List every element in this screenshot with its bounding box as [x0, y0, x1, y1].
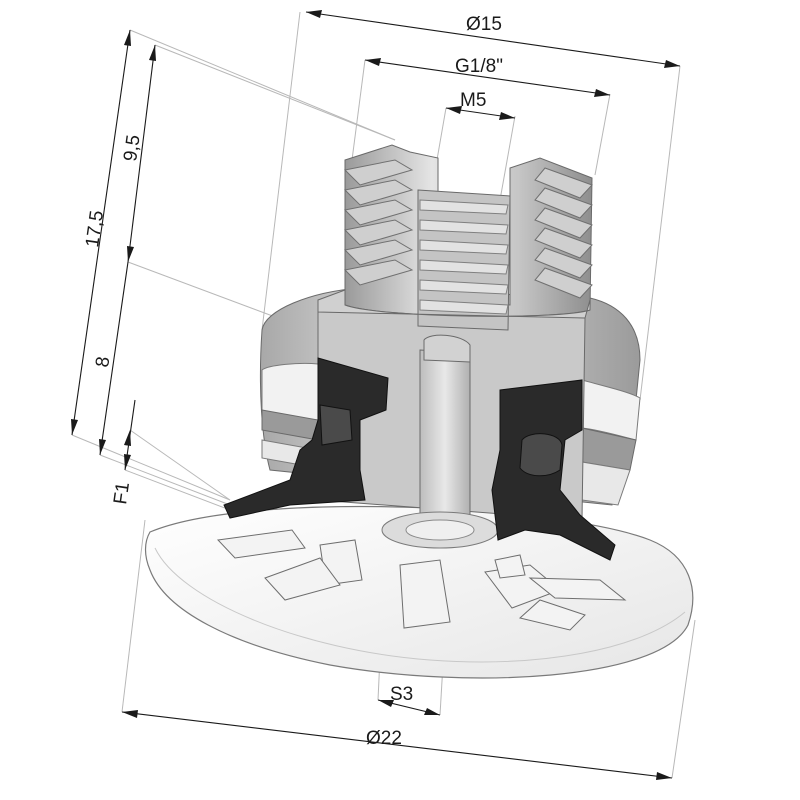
seal-left: [223, 357, 389, 519]
label-dia22: Ø22: [366, 728, 402, 749]
label-height-9-5: 9,5: [120, 134, 144, 163]
label-s3: S3: [390, 684, 413, 705]
label-height-8: 8: [92, 355, 114, 368]
dimension-lines: [71, 10, 681, 780]
label-thread-g18: G1/8": [455, 56, 503, 77]
thread-internal: [419, 199, 509, 315]
thread-right: [534, 167, 593, 299]
dimension-labels: Ø15 G1/8" M5 17,5 9,5 8 F1 S3 Ø22: [82, 14, 503, 749]
label-height-17-5: 17,5: [82, 209, 108, 249]
seal-right: [491, 379, 616, 561]
label-dia15: Ø15: [466, 14, 502, 35]
thread-left: [343, 159, 414, 286]
threaded-stud: [317, 144, 593, 331]
label-f1: F1: [110, 481, 134, 506]
support-ribs: [216, 529, 627, 631]
label-thread-m5: M5: [460, 90, 486, 111]
